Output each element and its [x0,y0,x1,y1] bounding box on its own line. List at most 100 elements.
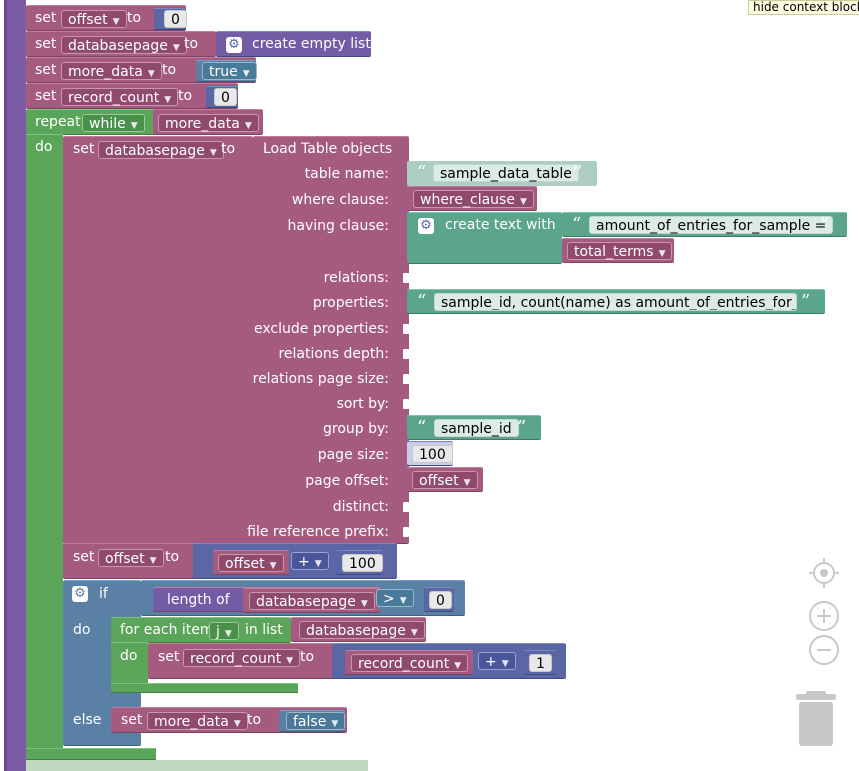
exclude-properties-input-socket[interactable] [403,324,409,334]
addition-block[interactable]: record_count▼ +▼ 1 [332,643,566,679]
set-offset-increment-block[interactable]: set offset▼ to [63,543,198,579]
amount-text-block[interactable]: “ amount_of_entries_for_sample = ” [562,212,847,237]
set-more-data-block[interactable]: set more_data▼ to true▼ [26,57,257,83]
comparison-block[interactable]: length of databasepage▼ >▼ 0 [141,580,465,616]
page-offset-getter[interactable]: offset▼ [407,467,483,492]
sort-by-input-socket[interactable] [403,399,409,409]
while-dropdown[interactable]: while▼ [82,114,145,132]
group-by-text-block[interactable]: “ sample_id ” [407,415,541,440]
plus-operator-dropdown[interactable]: +▼ [291,552,329,570]
true-label: true [209,64,238,80]
set-record-count-block[interactable]: set record_count▼ to 0 [26,83,238,109]
page-size-number-field[interactable]: 100 [412,445,453,463]
hundred-number-field[interactable]: 100 [342,554,383,572]
databasepage-getter[interactable]: databasepage▼ [291,617,426,642]
relations-page-size-input-socket[interactable] [403,374,409,384]
number-block[interactable]: 0 [154,8,187,30]
close-quote-icon: ” [820,214,830,235]
offset-label: offset [225,556,265,572]
set-more-data-false-block[interactable]: set more_data▼ to false▼ [111,707,347,733]
having-clause-label: having clause: [287,218,390,234]
offset-getter[interactable]: offset▼ [213,550,289,575]
databasepage-variable-dropdown[interactable]: databasepage▼ [98,141,224,159]
create-empty-list-block[interactable]: ⚙ create empty list [216,31,371,57]
table-name-text-field[interactable]: sample_data_table [433,164,579,182]
more-data-variable-dropdown[interactable]: more_data▼ [158,114,259,132]
record-count-getter[interactable]: record_count▼ [345,650,473,675]
total-terms-variable-dropdown[interactable]: total_terms▼ [567,242,673,260]
length-of-block[interactable]: length of databasepage▼ [153,587,380,613]
to-keyword: to [221,141,236,157]
amount-text-field[interactable]: amount_of_entries_for_sample = [589,216,834,234]
for-each-item-block[interactable]: for each item j▼ in list [111,617,291,643]
total-terms-getter[interactable]: total_terms▼ [562,238,674,263]
relations-input-socket[interactable] [403,273,409,283]
zoom-in-icon[interactable] [808,600,840,632]
table-name-text-block[interactable]: “ sample_data_table ” [407,161,597,186]
group-by-text-field[interactable]: sample_id [434,419,519,437]
databasepage-variable-dropdown[interactable]: databasepage▼ [249,592,375,610]
offset-variable-dropdown[interactable]: offset▼ [98,549,164,567]
set-databasepage-load-block[interactable]: set databasepage▼ to [63,136,253,544]
loop-variable-dropdown[interactable]: j▼ [209,622,239,640]
record-count-variable-dropdown[interactable]: record_count▼ [61,88,179,106]
zoom-out-icon[interactable] [808,634,840,666]
true-dropdown[interactable]: true▼ [202,62,257,80]
where-clause-variable-dropdown[interactable]: where_clause▼ [413,190,534,208]
trash-icon[interactable] [794,690,838,748]
properties-text-block[interactable]: “ sample_id, count(name) as amount_of_en… [407,289,825,314]
distinct-input-socket[interactable] [403,502,409,512]
create-text-with-block[interactable]: ⚙ create text with [407,212,562,264]
more-data-variable-dropdown[interactable]: more_data▼ [147,712,248,730]
false-block[interactable]: false▼ [279,710,346,732]
open-quote-icon: “ [417,291,427,312]
repeat-while-block[interactable]: repeat while▼ [26,109,160,135]
close-quote-icon: ” [801,291,811,312]
gear-icon[interactable]: ⚙ [418,218,434,234]
offset-variable-dropdown[interactable]: offset▼ [412,471,478,489]
offset-variable-dropdown[interactable]: offset▼ [218,554,284,572]
set-databasepage-block[interactable]: set databasepage▼ to [26,31,216,57]
addition-block[interactable]: offset▼ +▼ 100 [193,543,397,579]
number-field[interactable]: 0 [429,591,452,609]
set-offset-block[interactable]: set offset▼ to 0 [26,5,187,31]
where-clause-getter[interactable]: where_clause▼ [407,186,537,211]
relations-label: relations: [323,270,389,286]
plus-operator-dropdown[interactable]: +▼ [478,652,516,670]
more-data-variable-dropdown[interactable]: more_data▼ [61,62,162,80]
file-reference-prefix-input-socket[interactable] [403,527,409,537]
more-data-label: more_data [154,714,229,730]
true-block[interactable]: true▼ [196,60,257,82]
greater-than-operator-dropdown[interactable]: >▼ [376,589,414,607]
databasepage-variable-dropdown[interactable]: databasepage▼ [299,621,425,639]
hide-context-blocks-tooltip[interactable]: hide context blocks [748,0,859,15]
more-data-getter[interactable]: more_data▼ [153,109,263,135]
number-block[interactable]: 100 [336,550,383,575]
number-field[interactable]: 0 [164,10,187,28]
gear-icon[interactable]: ⚙ [72,586,88,602]
databasepage-getter[interactable]: databasepage▼ [243,588,380,613]
center-workspace-icon[interactable] [808,557,840,589]
to-keyword: to [178,88,193,104]
set-record-count-increment-block[interactable]: set record_count▼ to [148,643,334,679]
one-number-field[interactable]: 1 [529,654,552,672]
load-table-objects-block[interactable]: Load Table objects table name: where cla… [247,136,409,544]
number-block[interactable]: 0 [206,86,238,108]
number-block[interactable]: 1 [524,650,556,675]
databasepage-variable-dropdown[interactable]: databasepage▼ [61,36,187,54]
false-dropdown[interactable]: false▼ [286,712,346,730]
table-name-label: table name: [304,166,389,182]
number-field[interactable]: 0 [214,88,237,106]
relations-depth-input-socket[interactable] [403,349,409,359]
gear-icon[interactable]: ⚙ [226,37,242,53]
properties-text-field[interactable]: sample_id, count(name) as amount_of_entr… [434,293,797,311]
record-count-variable-dropdown[interactable]: record_count▼ [351,654,469,672]
page-size-number-block[interactable]: 100 [407,441,453,466]
open-quote-icon: “ [417,162,427,183]
databasepage-label: databasepage [256,594,356,610]
number-block[interactable]: 0 [424,587,454,612]
plus-label: + [485,654,497,670]
record-count-variable-dropdown[interactable]: record_count▼ [183,649,301,667]
set-keyword: set [73,549,95,565]
offset-variable-dropdown[interactable]: offset▼ [61,10,127,28]
